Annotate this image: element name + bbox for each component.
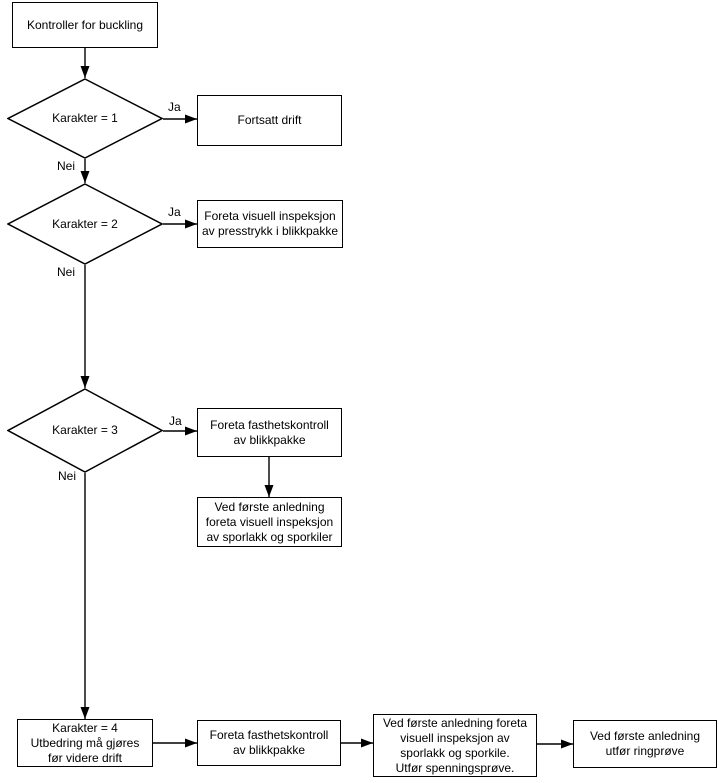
edge-label-ja-3: Ja (169, 414, 182, 428)
edge-label-nei-2: Nei (57, 265, 76, 279)
node-inspeksjon-sporlakk-sporkiler: Ved første anledning foreta visuell insp… (197, 497, 342, 547)
diamond-shape (7, 78, 163, 159)
node-visuell-inspeksjon-presstrykk: Foreta visuell inspeksjon av presstrykk … (197, 200, 343, 248)
diamond-shape (7, 183, 163, 265)
edge-label-nei-1: Nei (57, 159, 76, 173)
node-kontroller-for-buckling: Kontroller for buckling (12, 2, 158, 48)
node-fasthetskontroll-blikkpakke: Foreta fasthetskontroll av blikkpakke (197, 408, 342, 457)
decision-karakter-1: Karakter = 1 (7, 78, 163, 159)
decision-karakter-3: Karakter = 3 (7, 388, 163, 473)
decision-karakter-2: Karakter = 2 (7, 183, 163, 265)
node-ringprove: Ved første anledning utfør ringprøve (573, 720, 717, 768)
node-fortsatt-drift: Fortsatt drift (197, 95, 342, 146)
node-fasthetskontroll-blikkpakke-2: Foreta fasthetskontroll av blikkpakke (197, 720, 341, 766)
edge-label-nei-3: Nei (58, 469, 77, 483)
node-karakter-4-utbedring: Karakter = 4 Utbedring må gjøres før vid… (17, 719, 153, 767)
edge-label-ja-2: Ja (168, 205, 181, 219)
edge-label-ja-1: Ja (168, 100, 181, 114)
node-inspeksjon-sporkile-spenningsprove: Ved første anledning foreta visuell insp… (373, 714, 537, 777)
diamond-shape (7, 388, 163, 473)
